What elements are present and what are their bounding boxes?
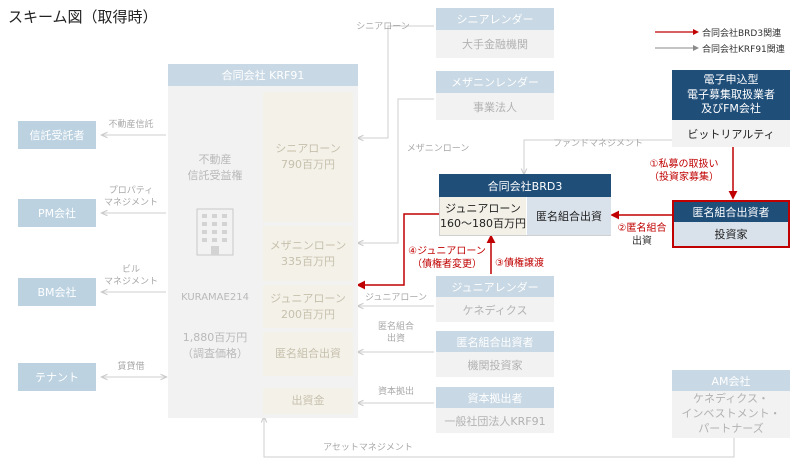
label-building-management: ビルマネジメント [103, 265, 158, 287]
brd3-tk-investment-cell: 匿名組合出資 [527, 197, 611, 235]
arrow-senior-loan [358, 25, 434, 138]
brd3-header: 合同会社BRD3 [439, 174, 611, 197]
pm-company-box: PM会社 [18, 199, 96, 227]
legend: 合同会社BRD3関連 合同会社KRF91関連 [655, 26, 805, 56]
legend-lines [655, 29, 699, 51]
label-private-offering: ①私募の取扱い（投資家募集） [649, 159, 719, 183]
bm-company-box: BM会社 [18, 278, 96, 306]
arrow-asset-management [264, 417, 735, 458]
junior-lender-body: ケネディクス [436, 297, 554, 322]
krf91-asset-column: 不動産信託受益権 KURAMAE214 1,880百万円（調査価格） [168, 86, 262, 418]
krf91-asset-label: 不動産信託受益権 [187, 153, 243, 182]
label-mezz-loan: メザニンローン [406, 144, 470, 154]
legend-krf91-label: 合同会社KRF91関連 [702, 45, 785, 55]
arrow-fund-management [524, 139, 672, 174]
capital-provider-body: 一般社団法人KRF91 [436, 408, 554, 433]
krf91-body: 不動産信託受益権 KURAMAE214 1,880百万円（調査価格） シニアロー… [168, 86, 358, 418]
label-tk-investment: 匿名組合出資 [377, 322, 414, 344]
label-junior-loan-change: ④ジュニアローン（債権者変更） [408, 246, 486, 270]
investor-body: 投資家 [672, 222, 790, 248]
capital-provider-head: 資本拠出者 [436, 387, 554, 408]
tenant-box: テナント [18, 363, 96, 391]
tk-investor-body: 機関投資家 [436, 352, 554, 377]
label-property-management: プロパティマネジメント [103, 186, 158, 208]
legend-arrowhead-krf91 [693, 45, 699, 51]
capital-cell: 出資金 [263, 388, 353, 414]
building-icon [196, 208, 234, 256]
junior-lender-head: ジュニアレンダー [436, 276, 554, 297]
label-asset-management: アセットマネジメント [323, 443, 413, 453]
legend-brd3-label: 合同会社BRD3関連 [702, 29, 782, 39]
label-senior-loan: シニアローン [356, 22, 410, 32]
senior-lender-body: 大手金融機関 [436, 30, 554, 58]
page-title: スキーム図（取得時） [8, 8, 158, 26]
label-capital-contribution: 資本拠出 [377, 387, 414, 397]
label-claim-transfer: ③債権譲渡 [495, 258, 544, 269]
label-red-tk-investment: ②匿名組合出資 [617, 223, 667, 247]
am-company-head: AM会社 [672, 370, 790, 391]
property-price: 1,880百万円（調査価格） [182, 331, 248, 360]
senior-lender-head: シニアレンダー [436, 8, 554, 30]
tk-investor-head: 匿名組合出資者 [436, 331, 554, 352]
property-name: KURAMAE214 [181, 292, 249, 303]
mezz-lender-body: 事業法人 [436, 93, 554, 120]
arrow-junior-loan-change [356, 213, 439, 290]
label-real-estate-trust: 不動産信託 [108, 120, 154, 130]
am-company-body: ケネディクス・インベストメント・パートナーズ [672, 391, 790, 438]
krf91-header: 合同会社 KRF91 [168, 64, 358, 86]
label-lease: 賃貸借 [117, 362, 145, 372]
mezz-lender-head: メザニンレンダー [436, 71, 554, 93]
label-junior-loan: ジュニアローン [365, 293, 427, 303]
legend-arrowhead-brd3 [693, 29, 699, 35]
ept-body: ビットリアルティ [672, 120, 790, 147]
label-fund-management: ファンドマネジメント [552, 139, 643, 149]
trust-trustee-box: 信託受託者 [18, 121, 96, 149]
arrow-mezz-loan [358, 98, 434, 243]
investor-head: 匿名組合出資者 [672, 200, 790, 222]
ept-header: 電子申込型電子募集取扱業者及びFM会社 [672, 70, 790, 120]
tk-investment-cell: 匿名組合出資 [263, 332, 353, 376]
